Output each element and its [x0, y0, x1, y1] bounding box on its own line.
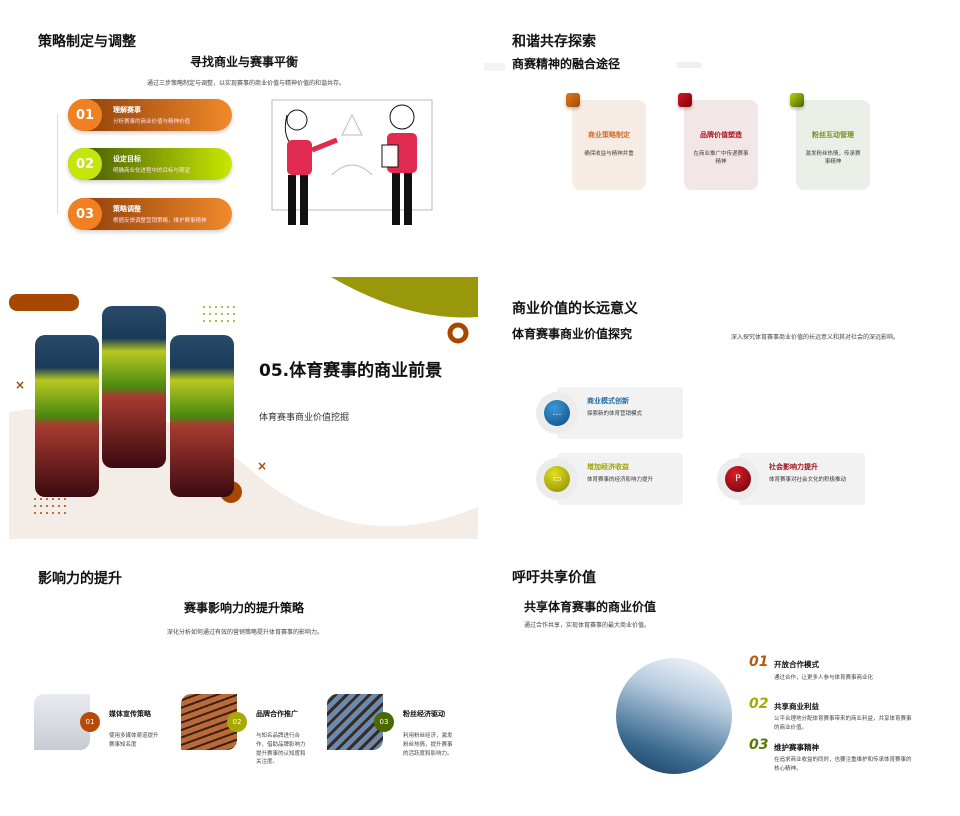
slide-harmony[interactable]: 和谐共存探索 商赛精神的融合途径 商业策略制定确保收益与精神并重 品牌价值塑造在…	[484, 0, 954, 266]
item-desc: 体育赛事对社会文化的积极推动	[769, 477, 847, 483]
item-title: 品牌合作推广	[256, 710, 298, 718]
item-number: 01	[749, 654, 769, 670]
item-title: 共享商业利益	[774, 702, 819, 711]
sofa-icon: ▭	[536, 458, 578, 500]
card-title: 粉丝互动管理	[812, 131, 854, 139]
slide-title: 商业价值的长远意义	[512, 301, 638, 317]
square-icon	[790, 93, 804, 107]
card-brand-value: 品牌价值塑造在商业推广中传递赛事精神	[678, 93, 758, 190]
svg-text:×: ×	[15, 378, 25, 392]
item-number: 02	[749, 696, 769, 712]
slide-desc: 通过三步策略制定与调整，以实现赛事的商业价值与精神价值的和谐共存。	[147, 80, 346, 87]
step-desc: 明确商业化进程中的目标与期望	[113, 168, 191, 174]
value-item-social: 社会影响力提升体育赛事对社会文化的积极推动	[739, 453, 865, 505]
skyscraper-image	[616, 658, 732, 774]
slide-subtitle: 寻找商业与赛事平衡	[190, 55, 299, 69]
card-desc: 确保收益与精神并重	[584, 151, 634, 157]
slide-subtitle: 商赛精神的融合途径	[512, 57, 621, 71]
slide-title: 影响力的提升	[38, 571, 122, 587]
item-number: 03	[749, 737, 769, 753]
slide-subtitle: 共享体育赛事的商业价值	[524, 600, 657, 614]
card-title: 商业策略制定	[588, 131, 630, 139]
slide-title: 呼吁共享价值	[512, 570, 596, 586]
slide-subtitle: 赛事影响力的提升策略	[184, 601, 305, 615]
chat-icon: …	[536, 392, 578, 434]
item-desc: 使用多媒体渠道提升赛事知名度	[109, 733, 159, 748]
step-desc: 分析赛事的商业价值与精神价值	[113, 119, 191, 125]
slide-desc: 深化分析如何通过有效的营销策略提升体育赛事的影响力。	[167, 629, 324, 636]
item-desc: 通过合作，让更多人参与体育赛事商业化	[774, 675, 874, 681]
slide-section-cover[interactable]: × × 05.体育赛事的商业前景 体育赛事商业价值挖掘	[9, 277, 478, 539]
item-title: 维护赛事精神	[774, 743, 819, 752]
item-desc: 公平合理地分配体育赛事带来的商业利益，共享体育赛事的商业价值。	[774, 716, 912, 731]
timeline-line	[57, 114, 58, 214]
step-number: 03	[68, 198, 102, 230]
card-title: 品牌价值塑造	[700, 131, 742, 139]
item-desc: 探索新的体育营销模式	[587, 411, 643, 417]
step-title: 理解赛事	[113, 106, 141, 114]
step-number: 01	[68, 99, 102, 131]
step-title: 设定目标	[113, 155, 141, 163]
step-number: 02	[68, 148, 102, 180]
glass-building-image	[327, 694, 383, 750]
step-title: 策略调整	[113, 205, 141, 213]
step-badge: 02	[227, 712, 247, 732]
slide-influence[interactable]: 影响力的提升 赛事影响力的提升策略 深化分析如何通过有效的营销策略提升体育赛事的…	[0, 546, 470, 812]
item-desc: 体育赛事的经济影响力提升	[587, 477, 654, 483]
card-fan-interaction: 粉丝互动管理激发粉丝热情，传承赛事精神	[790, 93, 870, 190]
slide-long-term-value[interactable]: 商业价值的长远意义 体育赛事商业价值探究 深入探究体育赛事商业价值的长远意义和其…	[484, 276, 954, 542]
background-waves: × ×	[9, 277, 478, 539]
slide-shared-value[interactable]: 呼吁共享价值 共享体育赛事的商业价值 通过合作共享，实现体育赛事的最大商业价值。…	[484, 546, 954, 812]
slide-desc: 深入探究体育赛事商业价值的长远意义和其对社会的深远影响。	[731, 334, 900, 341]
section-title: 05.体育赛事的商业前景	[259, 361, 443, 381]
step-1: 01 理解赛事 分析赛事的商业价值与精神价值	[68, 99, 232, 131]
slide-title: 和谐共存探索	[512, 34, 596, 50]
item-title: 增加经济收益	[587, 463, 629, 471]
decor-bar	[676, 62, 702, 68]
item-desc: 利用粉丝经济，激发粉丝热情，提升赛事的活跃度和影响力。	[403, 733, 453, 757]
square-icon	[678, 93, 692, 107]
card-desc: 在商业推广中传递赛事精神	[693, 151, 749, 166]
square-icon	[566, 93, 580, 107]
slide-title: 策略制定与调整	[38, 34, 136, 50]
decor-bar	[484, 63, 506, 71]
step-badge: 01	[80, 712, 100, 732]
item-title: 媒体宣传策略	[109, 710, 151, 718]
presentation-illustration	[271, 99, 433, 225]
item-desc: 在追求商业收益的同时，也要注重维护和传承体育赛事的核心精神。	[774, 757, 912, 772]
step-3: 03 策略调整 根据反馈调整营销策略，维护赛事精神	[68, 198, 232, 230]
slide-strategy[interactable]: 策略制定与调整 寻找商业与赛事平衡 通过三步策略制定与调整，以实现赛事的商业价值…	[0, 0, 470, 266]
step-badge: 03	[374, 712, 394, 732]
item-title: 开放合作模式	[774, 660, 819, 669]
card-business-strategy: 商业策略制定确保收益与精神并重	[566, 93, 646, 190]
card-desc: 激发粉丝热情，传承赛事精神	[805, 151, 861, 166]
svg-text:×: ×	[257, 459, 267, 473]
slide-desc: 通过合作共享，实现体育赛事的最大商业价值。	[524, 622, 651, 629]
item-title: 社会影响力提升	[769, 463, 818, 471]
document-icon: P	[717, 458, 759, 500]
step-desc: 根据反馈调整营销策略，维护赛事精神	[113, 218, 207, 224]
value-item-model: 商业模式创新探索新的体育营销模式	[557, 387, 683, 439]
item-title: 粉丝经济驱动	[403, 710, 445, 718]
item-desc: 与知名品牌进行合作，借助品牌影响力提升赛事的认知度和关注度。	[256, 733, 306, 766]
slide-subtitle: 体育赛事商业价值探究	[512, 327, 633, 341]
section-subtitle: 体育赛事商业价值挖掘	[259, 413, 350, 423]
value-item-revenue: 增加经济收益体育赛事的经济影响力提升	[557, 453, 683, 505]
step-2: 02 设定目标 明确商业化进程中的目标与期望	[68, 148, 232, 180]
item-title: 商业模式创新	[587, 397, 629, 405]
